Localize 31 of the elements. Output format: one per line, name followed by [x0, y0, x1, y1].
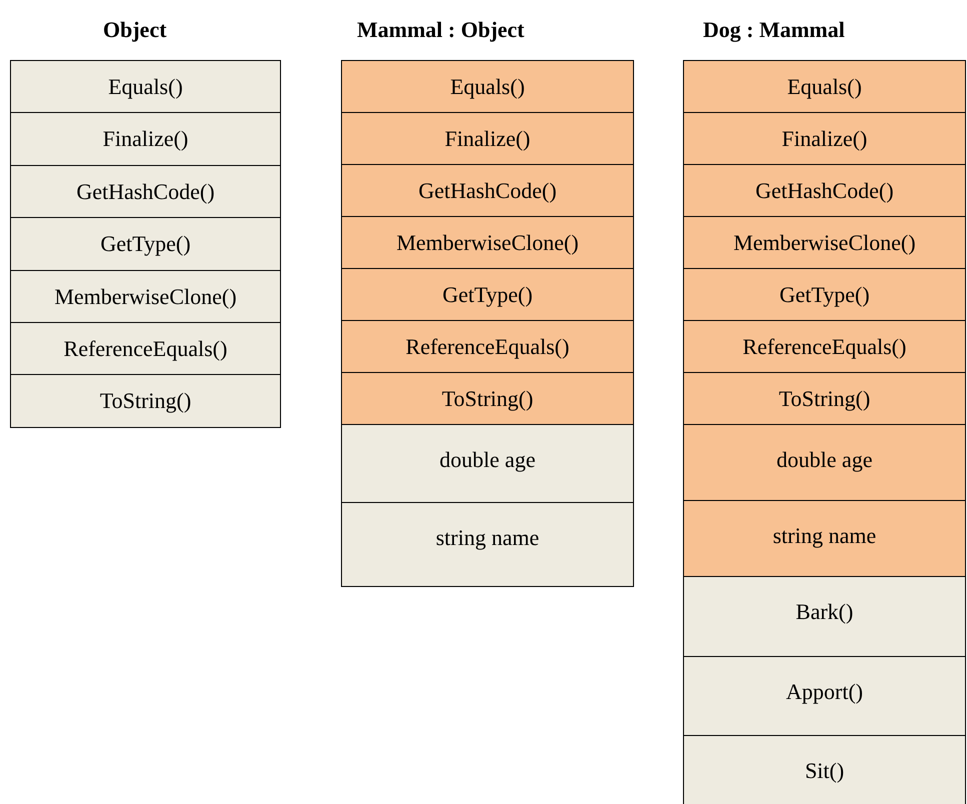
table-row: Finalize() — [10, 112, 281, 166]
table-row: string name — [683, 500, 966, 578]
class-heading: Mammal : Object — [357, 17, 524, 43]
table-row: MemberwiseClone() — [341, 216, 634, 270]
table-row: double age — [683, 424, 966, 502]
table-row: Equals() — [10, 60, 281, 114]
table-row: Equals() — [683, 60, 966, 114]
table-row: string name — [341, 502, 634, 586]
table-row: Apport() — [683, 656, 966, 736]
table-row: GetHashCode() — [341, 164, 634, 218]
table-row: Bark() — [683, 576, 966, 658]
class-heading: Object — [103, 17, 167, 43]
table-row: GetType() — [10, 217, 281, 272]
table-row: double age — [341, 424, 634, 504]
table-row: GetHashCode() — [683, 164, 966, 218]
table-row: Finalize() — [683, 112, 966, 166]
table-row: ReferenceEquals() — [341, 320, 634, 374]
table-row: GetHashCode() — [10, 164, 281, 219]
table-row: ToString() — [683, 372, 966, 426]
class-heading: Dog : Mammal — [703, 17, 845, 43]
table-row: MemberwiseClone() — [683, 216, 966, 270]
table-row: MemberwiseClone() — [10, 270, 281, 324]
table-row: ToString() — [10, 374, 281, 428]
table-row: Finalize() — [341, 112, 634, 166]
table-row: GetType() — [683, 268, 966, 322]
table-row: GetType() — [341, 268, 634, 322]
table-row: ReferenceEquals() — [10, 322, 281, 376]
table-row: Sit() — [683, 735, 966, 804]
table-row: ReferenceEquals() — [683, 320, 966, 374]
table-row: ToString() — [341, 372, 634, 426]
table-row: Equals() — [341, 60, 634, 114]
